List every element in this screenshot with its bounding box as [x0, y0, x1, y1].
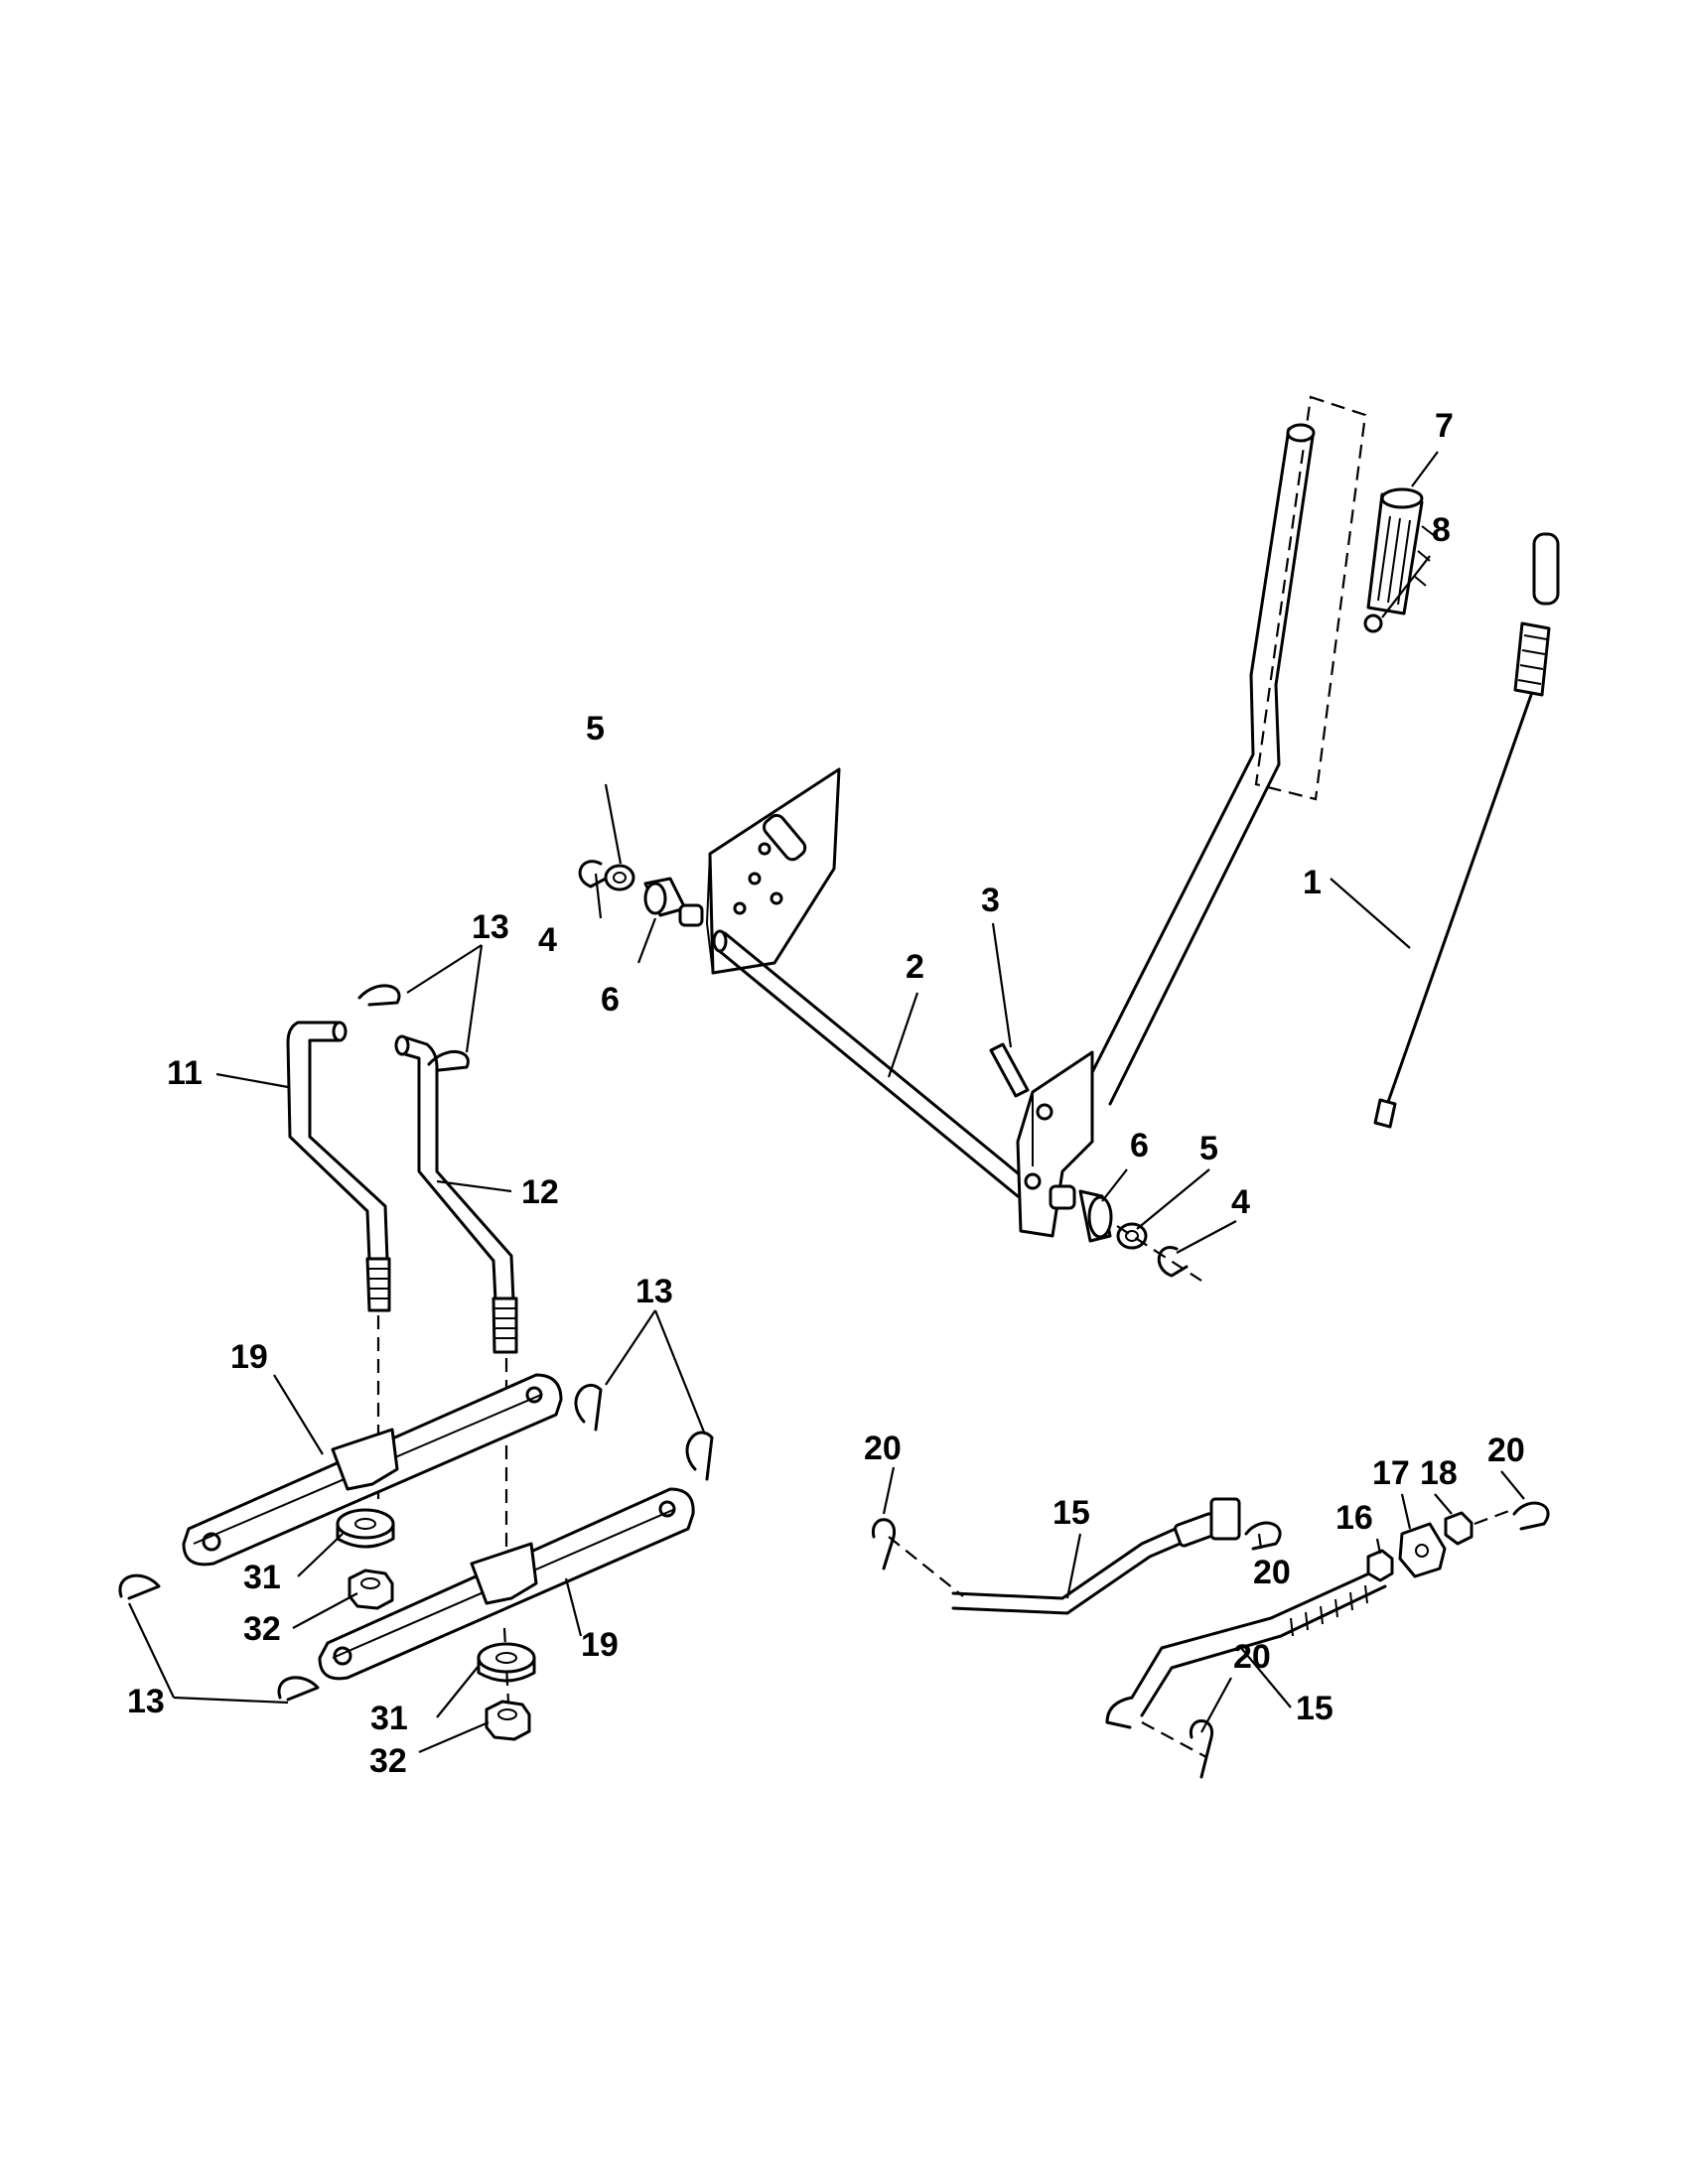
lift-rod-upper [951, 1497, 1241, 1615]
lift-handle [1080, 395, 1367, 1106]
grip [1366, 487, 1436, 615]
hairpin-clip-5 [118, 1573, 161, 1600]
callout-31b: 31 [370, 1700, 408, 1737]
nut-upper [348, 1569, 394, 1610]
callout-15a: 15 [1052, 1494, 1090, 1532]
callout-4b: 4 [1231, 1183, 1250, 1221]
callout-20d: 20 [1233, 1638, 1271, 1676]
leader-lines [128, 451, 1525, 1754]
callout-20b: 20 [1253, 1554, 1291, 1591]
trunnion-block [1398, 1522, 1447, 1578]
callout-18: 18 [1420, 1454, 1458, 1492]
clevis-pin-2 [1244, 1521, 1282, 1551]
callout-32b: 32 [369, 1742, 407, 1780]
hairpin-clip-6 [277, 1676, 320, 1702]
clevis-pin-4 [1190, 1719, 1213, 1779]
callout-5b: 5 [1199, 1130, 1218, 1167]
lift-rod-lower [1105, 1567, 1387, 1729]
hairpin-clip-3 [574, 1383, 603, 1432]
callout-5a: 5 [586, 710, 605, 748]
callout-13c: 13 [127, 1683, 165, 1720]
callout-19b: 19 [581, 1626, 619, 1664]
callout-12: 12 [521, 1173, 559, 1211]
callout-8: 8 [1432, 511, 1451, 549]
callout-3: 3 [981, 882, 1000, 919]
grip-screw [1363, 614, 1383, 633]
callout-13b: 13 [635, 1273, 673, 1310]
callout-32a: 32 [243, 1610, 281, 1648]
washer-lower [477, 1642, 536, 1683]
lock-nut [1444, 1511, 1474, 1546]
callout-4a: 4 [538, 921, 557, 959]
bushing-right [1049, 1184, 1113, 1243]
lift-arm-upper [182, 1373, 563, 1567]
washer-upper [336, 1508, 395, 1549]
nut-lower [485, 1700, 531, 1741]
hairpin-clip-4 [685, 1431, 714, 1481]
lift-shaft [712, 929, 1030, 1198]
callout-17: 17 [1372, 1454, 1410, 1492]
bushing-left [643, 877, 704, 927]
callout-labels: 1 2 3 4 4 5 5 6 6 7 8 11 12 13 13 13 15 … [127, 407, 1525, 1780]
callout-20c: 20 [1487, 1432, 1525, 1469]
washer-right [1116, 1222, 1148, 1250]
callout-13a: 13 [472, 908, 509, 946]
mounting-plate [705, 767, 841, 975]
callout-1: 1 [1303, 864, 1322, 901]
callout-7: 7 [1435, 407, 1454, 445]
washer-left [604, 864, 635, 891]
e-clip-left [578, 860, 608, 888]
hairpin-clip-2 [427, 1049, 470, 1072]
callout-6b: 6 [1130, 1127, 1149, 1164]
callout-16: 16 [1335, 1499, 1373, 1537]
e-clip-right [1157, 1246, 1189, 1278]
callout-15b: 15 [1296, 1690, 1333, 1727]
hex-nut [1366, 1549, 1394, 1582]
hairpin-clip-1 [357, 984, 401, 1007]
callout-20a: 20 [864, 1430, 902, 1467]
callout-31a: 31 [243, 1559, 281, 1596]
callout-2: 2 [906, 948, 924, 986]
callout-6a: 6 [601, 981, 620, 1019]
lift-link-left [286, 1021, 391, 1312]
clevis-pin-1 [872, 1518, 896, 1570]
clevis-pin-3 [1512, 1501, 1550, 1531]
key [989, 1042, 1030, 1098]
callout-11: 11 [167, 1054, 203, 1092]
lift-arm-lower [318, 1487, 695, 1681]
lift-cable [1373, 532, 1560, 1129]
lift-link-right [394, 1034, 518, 1354]
callout-19a: 19 [230, 1338, 268, 1376]
